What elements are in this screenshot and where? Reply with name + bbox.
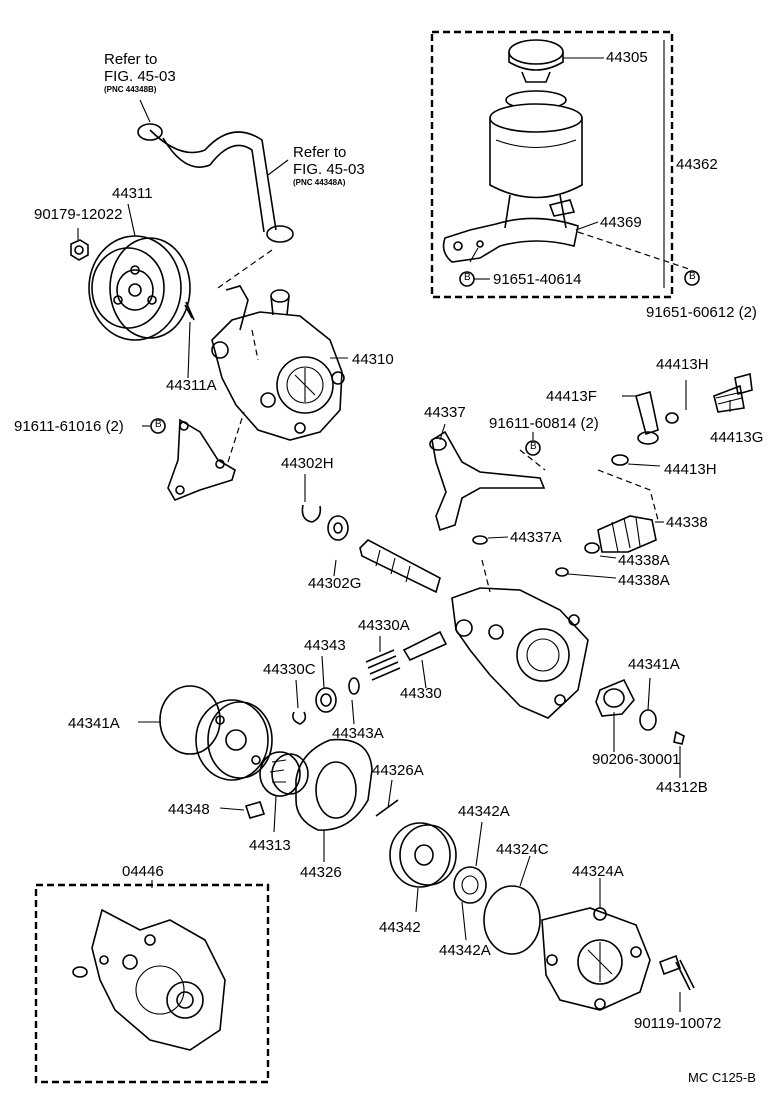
suction-bracket [429,430,546,532]
part-44305[interactable]: 44305 [606,49,648,66]
part-91651-40614[interactable]: 91651-40614 [493,271,582,288]
part-44413F[interactable]: 44413F [546,388,597,405]
part-44343[interactable]: 44343 [304,637,346,654]
bolt-90119 [658,954,695,991]
rear-housing-plate [195,699,273,781]
b-glyph-3: B [155,419,162,430]
refer1-line1: Refer to [104,51,158,68]
o-ring-44341A-left [159,685,221,755]
b-glyph-2: B [689,271,696,282]
part-44342[interactable]: 44342 [379,919,421,936]
pin-44326A [375,799,399,817]
part-44343A[interactable]: 44343A [332,725,384,742]
part-44341A-left[interactable]: 44341A [68,715,120,732]
part-91651-60612[interactable]: 91651-60612 (2) [646,304,757,321]
part-44413H-top[interactable]: 44413H [656,356,709,373]
front-housing [451,587,589,719]
part-44348[interactable]: 44348 [168,801,210,818]
pump-shaft [301,504,441,594]
refer2-line1: Refer to [293,144,347,161]
part-44310[interactable]: 44310 [352,351,394,368]
part-44324A[interactable]: 44324A [572,863,624,880]
part-44330[interactable]: 44330 [400,685,442,702]
part-90206-30001[interactable]: 90206-30001 [592,751,681,768]
washer-44342A [453,866,487,904]
part-44342A-top[interactable]: 44342A [458,803,510,820]
b-glyph-4: B [530,441,537,452]
part-90119-10072[interactable]: 90119-10072 [634,1015,722,1032]
part-44311[interactable]: 44311 [112,185,153,202]
part-44313[interactable]: 44313 [249,837,291,854]
bracket-90206 [595,678,635,717]
clip-44312B [673,730,685,745]
reservoir-bracket [442,217,579,263]
pump-bracket [167,418,236,501]
refer2-pnc: (PNC 44348A) [293,178,346,187]
part-44302G[interactable]: 44302G [308,575,362,592]
pulley-nut [70,239,89,261]
part-91611-60814[interactable]: 91611-60814 (2) [489,415,599,432]
part-44326A[interactable]: 44326A [372,762,424,779]
o-ring-44324C [483,885,541,955]
b-glyph-1: B [464,272,471,283]
part-44338A-1[interactable]: 44338A [618,552,670,569]
cam-ring [295,738,373,831]
rear-cover [541,907,651,1011]
o-ring-44337A [472,535,488,545]
part-44312B[interactable]: 44312B [656,779,708,796]
part-44342A-bottom[interactable]: 44342A [439,942,491,959]
o-ring-44341A-right [639,709,657,731]
refer1-line2[interactable]: FIG. 45-03 [104,68,176,85]
diagram-code: MC C125-B [688,1070,756,1085]
hose-references [137,99,294,243]
part-44330A[interactable]: 44330A [358,617,410,634]
pump-assembly [211,285,345,441]
part-90179-12022[interactable]: 90179-12022 [34,206,123,223]
rotor [259,751,309,797]
union-fitting [611,372,753,466]
part-44330C[interactable]: 44330C [263,661,316,678]
part-44369[interactable]: 44369 [600,214,642,231]
part-44413H-bottom[interactable]: 44413H [664,461,717,478]
part-44362[interactable]: 44362 [676,156,718,173]
gasket-kit-box [34,883,270,1084]
part-44341A-right[interactable]: 44341A [628,656,680,673]
pulley [88,235,191,341]
part-44326[interactable]: 44326 [300,864,342,881]
flow-control-valve [555,515,657,577]
part-44413G[interactable]: 44413G [710,429,764,446]
part-44311A[interactable]: 44311A [166,377,217,394]
part-44324C[interactable]: 44324C [496,841,549,858]
valve-parts [292,630,448,725]
part-44337A[interactable]: 44337A [510,529,562,546]
part-44338A-2[interactable]: 44338A [618,572,670,589]
part-44338[interactable]: 44338 [666,514,708,531]
part-44337[interactable]: 44337 [424,404,466,421]
part-44302H[interactable]: 44302H [281,455,334,472]
reservoir-group-box [430,30,674,299]
side-plate [389,822,457,888]
gasket-kit [72,908,226,1051]
woodruff-key [184,301,195,321]
vane-44348 [244,801,266,819]
refer2-line2[interactable]: FIG. 45-03 [293,161,365,178]
leader-lines [127,40,731,1012]
part-04446[interactable]: 04446 [122,863,164,880]
refer1-pnc: (PNC 44348B) [104,85,157,94]
b-circles [150,270,700,456]
reservoir-tank [489,39,583,229]
part-91611-61016[interactable]: 91611-61016 (2) [14,418,124,435]
